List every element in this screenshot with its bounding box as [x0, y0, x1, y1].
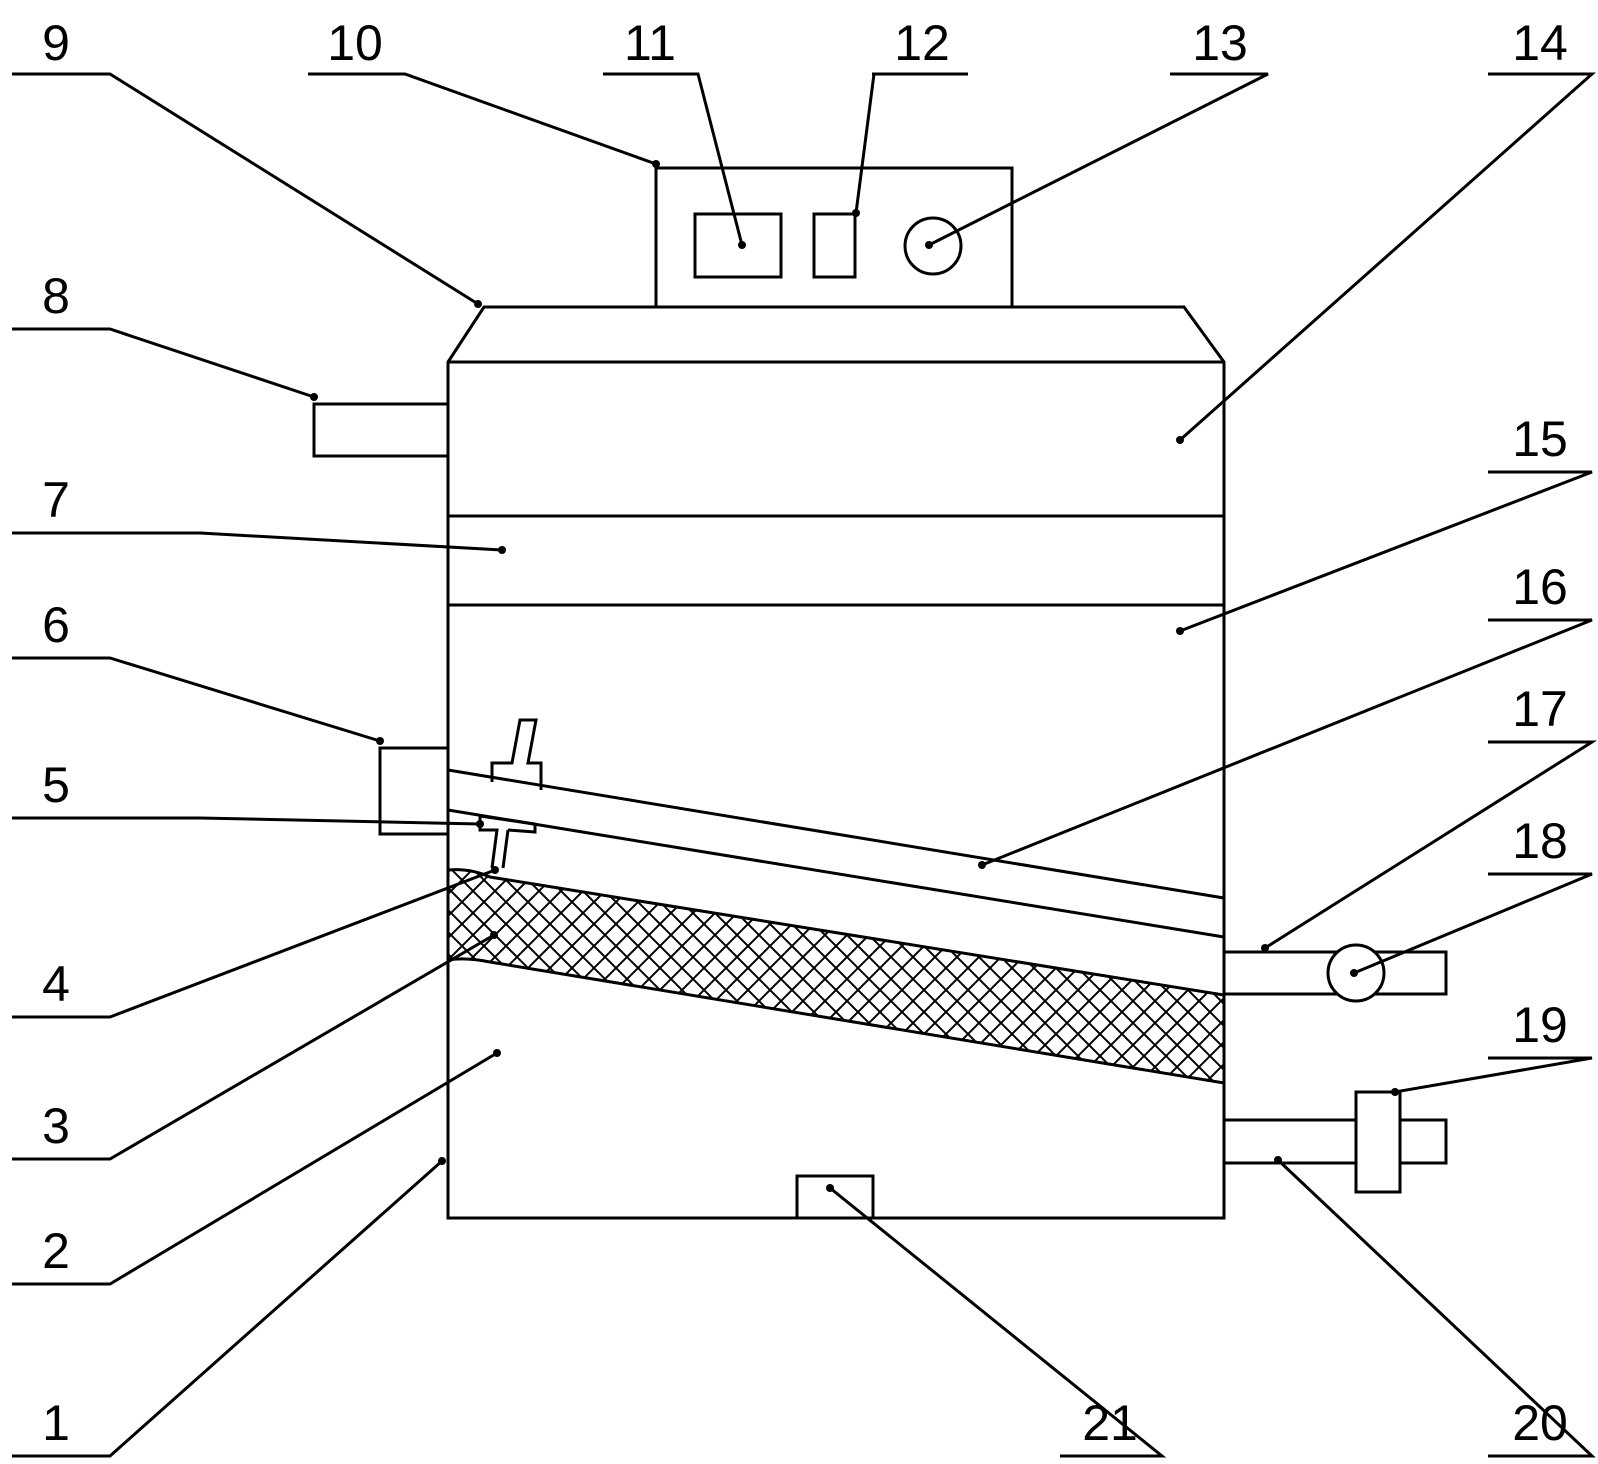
bottom-outlet — [795, 1174, 875, 1218]
control-knob — [903, 216, 963, 276]
inclined-plate-lower — [447, 808, 1225, 939]
support-upper — [490, 718, 543, 790]
outlet-pipe-lower — [1224, 1118, 1448, 1165]
label-20: 20 — [1512, 1395, 1568, 1451]
label-10: 10 — [327, 15, 383, 71]
label-6: 6 — [42, 597, 70, 653]
leader-4 — [12, 868, 496, 1019]
leader-10 — [308, 72, 657, 166]
label-11: 11 — [624, 15, 676, 71]
leader-17 — [1264, 740, 1598, 950]
leader-14 — [1179, 72, 1596, 442]
label-3: 3 — [42, 1098, 70, 1154]
valve-block — [1354, 1090, 1402, 1194]
control-switch — [812, 212, 857, 279]
inlet-pipe-middle — [378, 746, 448, 836]
label-21: 21 — [1082, 1395, 1138, 1451]
inclined-plate-upper — [447, 768, 1225, 900]
label-16: 16 — [1512, 559, 1568, 615]
label-8: 8 — [42, 268, 70, 324]
label-7: 7 — [42, 472, 70, 528]
leader-3 — [12, 933, 495, 1161]
label-19: 19 — [1512, 997, 1568, 1053]
leader-20 — [1276, 1158, 1596, 1458]
inlet-pipe-top — [312, 402, 448, 458]
filter-mesh — [446, 868, 1226, 1085]
label-2: 2 — [42, 1223, 70, 1279]
label-14: 14 — [1512, 15, 1568, 71]
leader-7 — [12, 531, 503, 552]
leader-9 — [12, 72, 479, 306]
leader-1 — [12, 1159, 443, 1458]
leader-6 — [12, 656, 381, 743]
label-4: 4 — [42, 956, 70, 1012]
leader-21 — [829, 1186, 1167, 1458]
control-display — [693, 212, 783, 279]
leader-15 — [1179, 470, 1593, 633]
outlet-pipe-upper — [1224, 950, 1448, 996]
leader-8 — [12, 327, 315, 399]
housing — [446, 305, 1226, 1220]
label-18: 18 — [1512, 813, 1568, 869]
label-9: 9 — [42, 15, 70, 71]
label-17: 17 — [1512, 681, 1568, 737]
leader-12 — [854, 72, 968, 214]
leader-2 — [12, 1051, 498, 1286]
label-5: 5 — [42, 757, 70, 813]
leader-13 — [928, 72, 1269, 247]
label-15: 15 — [1512, 411, 1568, 467]
leader-19 — [1394, 1056, 1593, 1094]
support-lower — [478, 814, 537, 869]
label-13: 13 — [1192, 15, 1248, 71]
leader-5 — [12, 816, 481, 826]
label-12: 12 — [894, 15, 950, 71]
leader-16 — [981, 618, 1593, 867]
leader-dots — [310, 160, 1399, 1192]
label-1: 1 — [42, 1395, 70, 1451]
leader-18 — [1353, 872, 1593, 975]
leader-11 — [603, 72, 744, 246]
